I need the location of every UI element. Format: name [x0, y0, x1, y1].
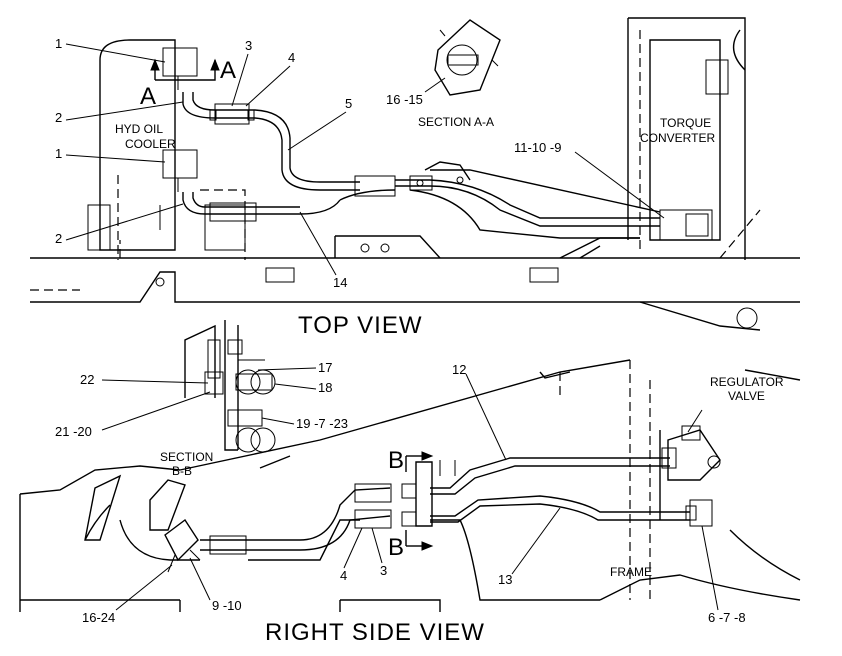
side-chassis	[19, 359, 801, 612]
side-hoses	[200, 457, 690, 551]
callout-16-24: 16-24	[82, 610, 115, 625]
callout-18: 18	[318, 380, 332, 395]
section-bb-label-line2: B-B	[172, 464, 192, 478]
regulator-valve-label-line2: VALVE	[728, 389, 765, 403]
right-side-view: B B SECTION B-B REGULATOR VALVE FRAME RI…	[19, 359, 801, 646]
top-callouts: 1 2 3 4 5 16 -15 1 2 11-10 -9 14	[55, 36, 665, 290]
callout-16-15: 16 -15	[386, 92, 423, 107]
section-bb-detail	[184, 320, 276, 453]
top-couplings	[209, 103, 471, 222]
callout-5: 5	[345, 96, 352, 111]
top-labels: HYD OIL COOLER TORQUE CONVERTER SECTION …	[115, 115, 715, 339]
callout-4-top: 4	[288, 50, 295, 65]
callout-1-top: 1	[55, 36, 62, 51]
top-frame-rail	[30, 209, 800, 331]
side-left-fitting	[84, 474, 201, 573]
callout-22: 22	[80, 372, 94, 387]
callout-11-10-9: 11-10 -9	[514, 140, 561, 155]
section-bb-label-line1: SECTION	[160, 450, 213, 464]
top-view-title: TOP VIEW	[298, 312, 422, 339]
section-b-upper-letter: B	[388, 447, 405, 474]
callout-3-bottom: 3	[380, 563, 387, 578]
callout-17: 17	[318, 360, 332, 375]
side-labels: SECTION B-B REGULATOR VALVE FRAME RIGHT …	[160, 375, 784, 646]
hyd-oil-cooler-label-line2: COOLER	[125, 137, 176, 151]
section-aa-title: SECTION A-A	[418, 115, 494, 129]
callout-12: 12	[452, 362, 466, 377]
section-bb-callouts: 22 17 18 21 -20 19 -7 -23	[55, 360, 348, 439]
callout-19-7-23: 19 -7 -23	[296, 416, 348, 431]
right-side-view-title: RIGHT SIDE VIEW	[265, 619, 485, 646]
regulator-valve	[661, 425, 721, 527]
callout-21-20: 21 -20	[55, 424, 92, 439]
callout-1-mid: 1	[55, 146, 62, 161]
callout-13: 13	[498, 572, 512, 587]
frame-label: FRAME	[610, 565, 652, 579]
top-hoses	[182, 92, 661, 239]
callout-2-mid: 2	[55, 231, 62, 246]
section-a-marker: A A	[140, 57, 237, 110]
top-view: A A	[30, 17, 800, 339]
hyd-oil-cooler-label-line1: HYD OIL	[115, 122, 163, 136]
callout-4-bottom: 4	[340, 568, 347, 583]
regulator-valve-label-line1: REGULATOR	[710, 375, 784, 389]
callout-6-7-8: 6 -7 -8	[708, 610, 746, 625]
callout-9-10: 9 -10	[212, 598, 242, 613]
callout-14: 14	[333, 275, 347, 290]
section-aa-detail	[434, 19, 501, 96]
section-b-marker: B B	[388, 447, 434, 561]
hyd-oil-cooler	[87, 39, 246, 260]
side-callouts: 12 13 4 3 16-24 9 -10 6 -7 -8	[82, 362, 746, 625]
side-couplings	[209, 460, 456, 555]
torque-converter-label-line2: CONVERTER	[640, 131, 715, 145]
section-a-left-letter: A	[140, 83, 157, 110]
section-b-lower-letter: B	[388, 534, 405, 561]
callout-3-top: 3	[245, 38, 252, 53]
torque-converter	[627, 17, 746, 260]
section-a-right-letter: A	[220, 57, 237, 84]
torque-converter-label-line1: TORQUE	[660, 116, 711, 130]
callout-2-top: 2	[55, 110, 62, 125]
